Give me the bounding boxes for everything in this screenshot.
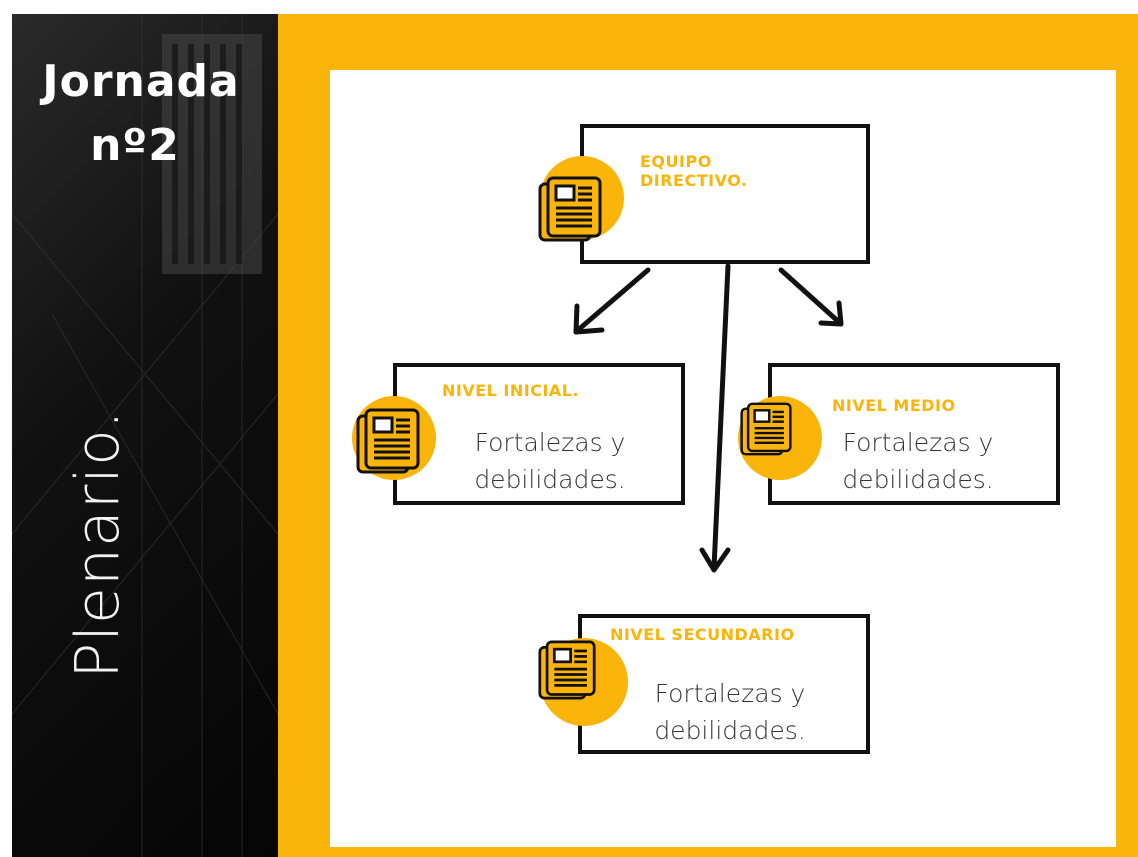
page-title-line-2: nº2	[90, 120, 180, 171]
node-nivel-inicial	[393, 363, 685, 505]
node-nivel-inicial-body-1: Fortalezas y	[474, 428, 626, 457]
newspaper-icon	[538, 176, 602, 242]
node-nivel-inicial-heading: NIVEL INICIAL.	[442, 381, 580, 400]
node-nivel-secundario-heading: NIVEL SECUNDARIO	[610, 625, 795, 644]
node-equipo-directivo-heading-1: EQUIPO	[640, 152, 712, 171]
sidebar-panel: Jornada nº2 Plenario.	[12, 14, 278, 857]
node-nivel-medio-body-2: debilidades.	[842, 465, 994, 494]
top-margin	[0, 0, 1138, 14]
node-equipo-directivo-heading-2: DIRECTIVO.	[640, 171, 748, 190]
page-title-line-1: Jornada	[42, 56, 240, 107]
node-nivel-medio-body-1: Fortalezas y	[842, 428, 994, 457]
newspaper-icon	[740, 402, 792, 456]
node-nivel-secundario-body-2: debilidades.	[654, 716, 806, 745]
newspaper-icon	[356, 408, 420, 474]
node-nivel-secundario-body-1: Fortalezas y	[654, 679, 806, 708]
node-nivel-medio-heading: NIVEL MEDIO	[832, 396, 956, 415]
vertical-label: Plenario.	[63, 409, 133, 679]
node-equipo-directivo	[580, 124, 870, 264]
newspaper-icon	[538, 640, 596, 700]
sidebar-background-pattern	[12, 14, 278, 857]
node-nivel-inicial-body-2: debilidades.	[474, 465, 626, 494]
